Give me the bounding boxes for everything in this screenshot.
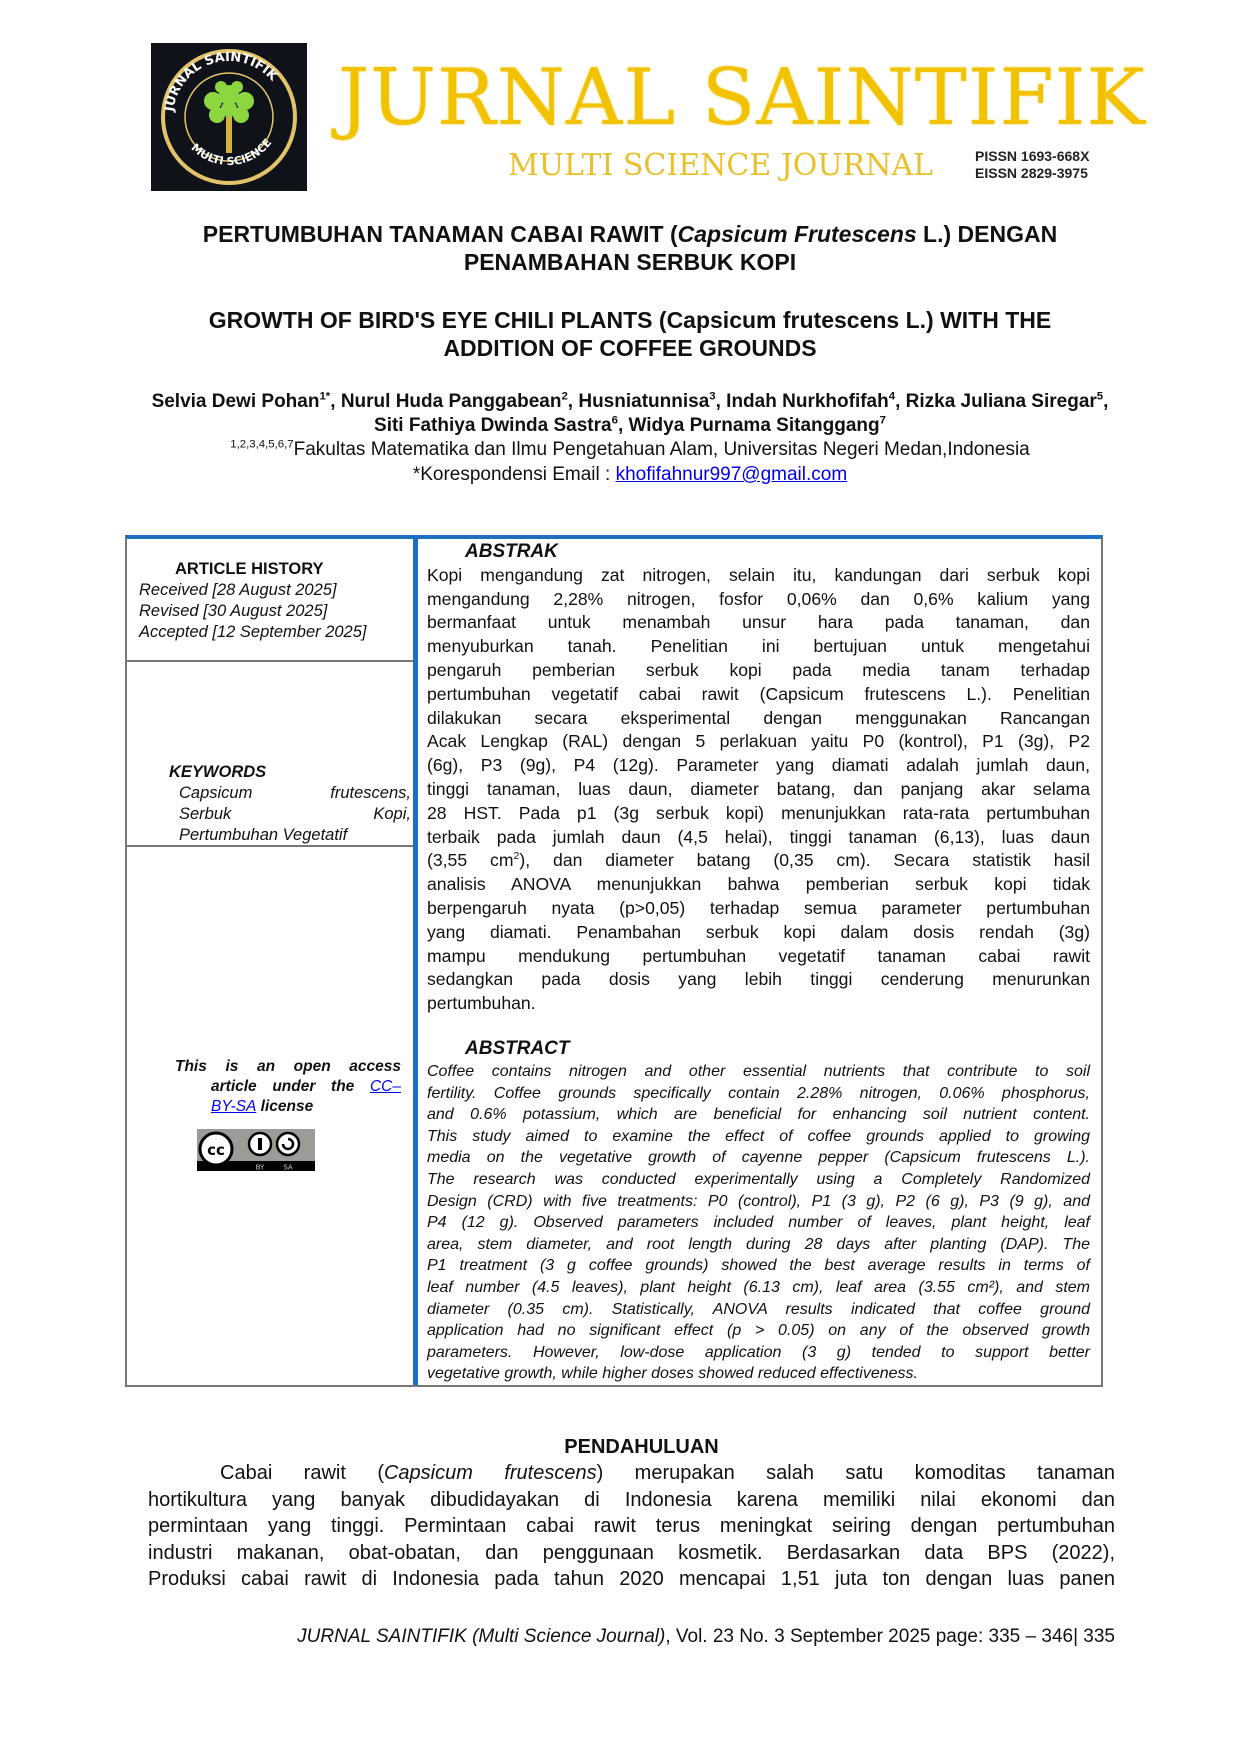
text-line: mampu mendukung pertumbuhan vegetatif ta… xyxy=(427,945,1090,966)
issn-block: PISSN 1693-668X EISSN 2829-3975 xyxy=(975,148,1089,182)
text-line: leaf number (4.5 leaves), plant height (… xyxy=(427,1278,1090,1296)
svg-text:BY: BY xyxy=(256,1164,265,1172)
text-line: pertumbuhan. xyxy=(427,993,536,1014)
text-line: P4 (12 g). Observed parameters included … xyxy=(427,1214,1090,1232)
text-line: dilakukan secara eksperimental dengan me… xyxy=(427,707,1090,728)
author: Indah Nurkhofifah4, xyxy=(726,390,906,412)
keywords: KEYWORDS Capsicum frutescens, Serbuk Kop… xyxy=(169,762,411,846)
license-line: This is an open access xyxy=(175,1058,401,1075)
text-line: application had no significant effect (p… xyxy=(427,1322,1090,1340)
text-line: (6g), P3 (9g), P4 (12g). Parameter yang … xyxy=(427,755,1090,776)
footer-volume-pages: , Vol. 23 No. 3 September 2025 page: 335… xyxy=(665,1626,1115,1647)
eissn: EISSN 2829-3975 xyxy=(975,165,1088,181)
revised-date: Revised [30 August 2025] xyxy=(139,602,328,620)
text-line: menyuburkan tanah. Penelitian ini bertuj… xyxy=(427,636,1090,657)
text-line: berpengaruh nyata (p>0,05) terhadap semu… xyxy=(427,897,1090,918)
text-line: hortikultura yang banyak dibudidayakan d… xyxy=(148,1488,1115,1511)
text-line: industri makanan, obat-obatan, dan pengg… xyxy=(148,1541,1115,1564)
keyword: Serbuk Kopi, xyxy=(179,805,411,823)
affiliation: 1,2,3,4,5,6,7Fakultas Matematika dan Ilm… xyxy=(140,438,1120,462)
divider xyxy=(127,845,415,847)
journal-logo: JURNAL SAINTIFIK MULTI SCIENCE xyxy=(151,43,307,191)
title-id-italic: Capsicum Frutescens xyxy=(677,221,917,247)
pissn: PISSN 1693-668X xyxy=(975,148,1090,164)
title-en-line2: ADDITION OF COFFEE GROUNDS xyxy=(443,335,817,361)
keywords-title: KEYWORDS xyxy=(169,763,267,781)
text-line: area, stem diameter, and root length dur… xyxy=(427,1235,1090,1253)
correspondence-label: *Korespondensi Email : xyxy=(412,464,616,485)
text-line: mengandung 2,28% nitrogen, fosfor 0,06% … xyxy=(427,588,1090,609)
text-line: 28 HST. Pada p1 (3g serbuk kopi) menunju… xyxy=(427,802,1090,823)
title-indonesian: PERTUMBUHAN TANAMAN CABAI RAWIT (Capsicu… xyxy=(140,220,1120,276)
text-line: Kopi mengandung zat nitrogen, selain itu… xyxy=(427,564,1090,585)
text-line: and 0.6% potassium, which are beneficial… xyxy=(427,1106,1090,1124)
article-history-title: ARTICLE HISTORY xyxy=(175,560,324,578)
affiliation-sup: 1,2,3,4,5,6,7 xyxy=(230,438,294,451)
introduction-heading: PENDAHULUAN xyxy=(564,1436,719,1458)
text-line: bermanfaat untuk menambah unsur hara pad… xyxy=(427,612,1090,633)
svg-text:cc: cc xyxy=(207,1141,225,1159)
author: Selvia Dewi Pohan1*, xyxy=(151,390,341,412)
text-line: Produksi cabai rawit di Indonesia pada t… xyxy=(148,1568,1115,1591)
text-line: pengaruh pemberian serbuk kopi pada medi… xyxy=(427,659,1090,680)
text-line: media on the vegetative growth of cayenn… xyxy=(427,1149,1090,1167)
text-line: Cabai rawit (Capsicum frutescens) merupa… xyxy=(220,1462,1115,1485)
text-line: fertility. Coffee grounds specifically c… xyxy=(427,1084,1090,1102)
title-english: GROWTH OF BIRD'S EYE CHILI PLANTS (Capsi… xyxy=(140,306,1120,362)
abstrak-heading: ABSTRAK xyxy=(465,541,558,562)
author: Nurul Huda Panggabean2, xyxy=(340,390,579,412)
text-line: parameters. However, low-dose applicatio… xyxy=(427,1343,1090,1361)
abstract-box: ARTICLE HISTORY Received [28 August 2025… xyxy=(125,535,1103,1387)
author: Husniatunnisa3, xyxy=(578,390,727,412)
divider xyxy=(127,660,415,662)
journal-brand-title: JURNAL SAINTIFIK xyxy=(338,53,1146,143)
page-footer: JURNAL SAINTIFIK (Multi Science Journal)… xyxy=(297,1626,1115,1648)
text-line: pertumbuhan vegetatif cabai rawit (Capsi… xyxy=(427,683,1090,704)
keyword: Pertumbuhan Vegetatif xyxy=(179,826,348,844)
abstract-heading: ABSTRACT xyxy=(465,1038,570,1059)
text-line: terbaik pada jumlah daun (4,5 helai), ti… xyxy=(427,826,1090,847)
abstrak-section: ABSTRAK Kopi mengandung zat nitrogen, se… xyxy=(427,540,1090,1016)
text-line: diameter (0.35 cm). Statistically, ANOVA… xyxy=(427,1300,1090,1318)
text-line: Coffee contains nitrogen and other essen… xyxy=(427,1063,1090,1080)
license-link[interactable]: CC– xyxy=(369,1078,401,1095)
license-link[interactable]: BY-SA xyxy=(211,1098,257,1115)
text-line: sedangkan pada dosis yang lebih tinggi c… xyxy=(427,969,1090,990)
text-line: analisis ANOVA menunjukkan bahwa pemberi… xyxy=(427,874,1090,895)
abstract-section: ABSTRACT Coffee contains nitrogen and ot… xyxy=(427,1037,1090,1385)
article-history: ARTICLE HISTORY Received [28 August 2025… xyxy=(139,559,407,643)
title-en-line1: GROWTH OF BIRD'S EYE CHILI PLANTS (Capsi… xyxy=(208,307,1052,333)
introduction-section: PENDAHULUAN Cabai rawit (Capsicum frutes… xyxy=(148,1434,1115,1592)
title-id-line2: PENAMBAHAN SERBUK KOPI xyxy=(463,249,797,275)
journal-brand-subtitle: MULTI SCIENCE JOURNAL xyxy=(508,148,934,183)
text-line: P1 treatment (3 g coffee grounds) showed… xyxy=(427,1257,1090,1275)
text-line: Acak Lengkap (RAL) dengan 5 perlakuan ya… xyxy=(427,731,1090,752)
column-divider xyxy=(413,535,418,1385)
affiliation-text: Fakultas Matematika dan Ilmu Pengetahuan… xyxy=(293,439,1030,460)
text-line: (3,55 cm2), dan diameter batang (0,35 cm… xyxy=(427,850,1090,871)
footer-journal: JURNAL SAINTIFIK (Multi Science Journal) xyxy=(297,1626,666,1647)
keyword: Capsicum frutescens, xyxy=(179,784,411,802)
author-list: Selvia Dewi Pohan1*, Nurul Huda Panggabe… xyxy=(150,390,1110,438)
title-id-part1: PERTUMBUHAN TANAMAN CABAI RAWIT ( xyxy=(202,221,678,247)
text-line: yang diamati. Penambahan serbuk kopi dal… xyxy=(427,921,1090,942)
license-notice: This is an open access article under the… xyxy=(175,1058,401,1115)
author: Rizka Juliana Siregar5, xyxy=(905,390,1109,412)
author: Siti Fathiya Dwinda Sastra6, xyxy=(374,414,629,436)
cc-by-sa-badge[interactable]: cc BY SA xyxy=(197,1129,315,1172)
svg-text:SA: SA xyxy=(283,1164,293,1172)
text-line: tinggi tanaman, luas daun, diameter bata… xyxy=(427,778,1090,799)
cc-license-icon: cc BY SA xyxy=(197,1131,315,1172)
title-id-part2: L.) DENGAN xyxy=(916,221,1058,247)
author: Widya Purnama Sitanggang7 xyxy=(628,414,886,436)
text-line: This study aimed to examine the effect o… xyxy=(427,1127,1090,1145)
text-line: Design (CRD) with five treatments: P0 (c… xyxy=(427,1192,1090,1210)
received-date: Received [28 August 2025] xyxy=(139,581,337,599)
text-line: permintaan yang tinggi. Permintaan cabai… xyxy=(148,1515,1115,1538)
accepted-date: Accepted [12 September 2025] xyxy=(139,623,367,641)
correspondence: *Korespondensi Email : khofifahnur997@gm… xyxy=(140,463,1120,487)
email-link[interactable]: khofifahnur997@gmail.com xyxy=(615,464,848,485)
text-line: The research was conducted experimentall… xyxy=(427,1170,1090,1188)
text-line: vegetative growth, while higher doses sh… xyxy=(427,1365,918,1383)
